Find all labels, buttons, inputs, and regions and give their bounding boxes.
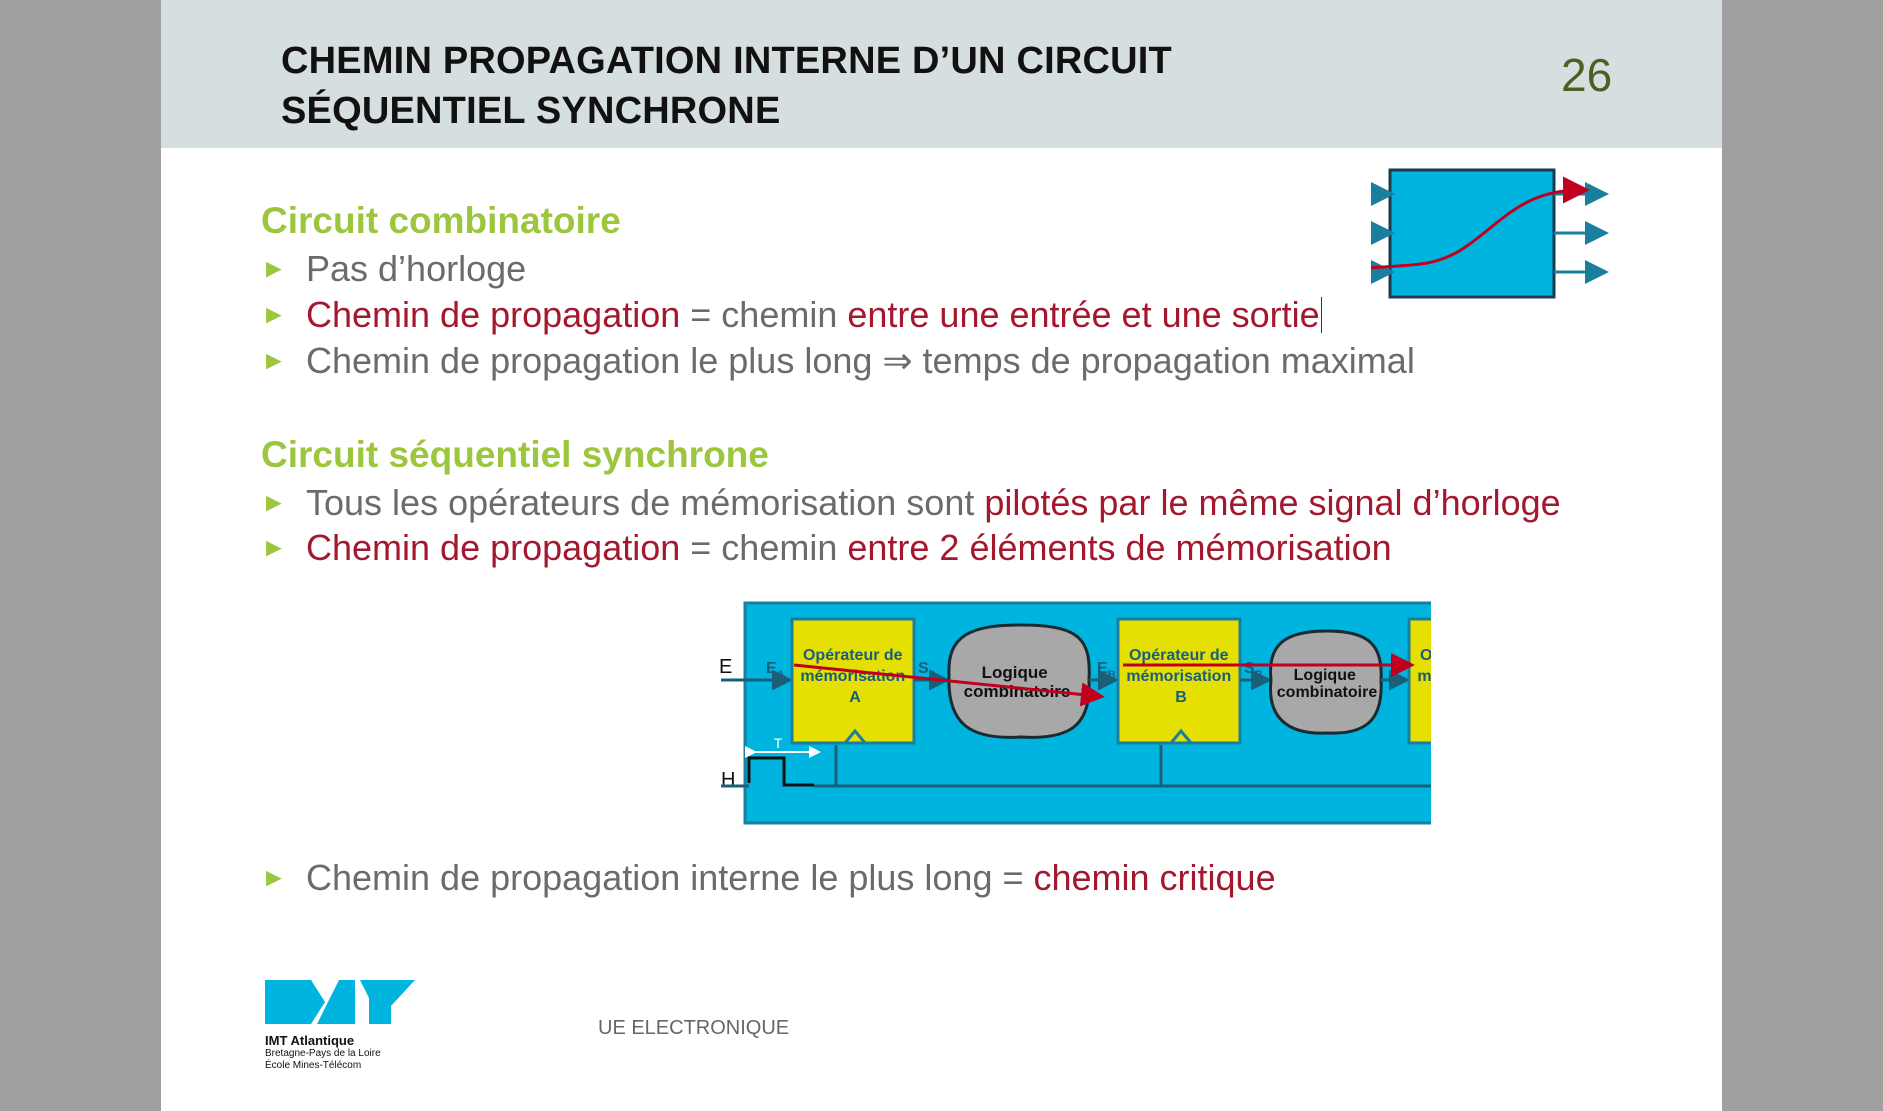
memory-block-c-label: Opérateur de mémorisation C (1417, 647, 1431, 706)
logic-block-2-label: Logique combinatoire (1277, 667, 1378, 701)
logo-name: IMT Atlantique (265, 1033, 355, 1048)
text-cursor (1320, 297, 1322, 333)
propagation-path (1371, 176, 1590, 270)
footer-text: UE ELECTRONIQUE (598, 1017, 790, 1039)
critical-path-arrow-1 (793, 663, 1105, 707)
sequential-circuit-diagram: E S H Opérateur de mémorisation A EA SA … (719, 601, 1431, 825)
bullet-arrow-icon: ► (261, 487, 287, 517)
page-number: 26 (1561, 49, 1613, 101)
clock-pulse-icon (747, 756, 814, 787)
label-e: E (719, 656, 732, 678)
title-line-1: CHEMIN PROPAGATION INTERNE D’UN CIRCUIT (281, 40, 1172, 82)
logo-line2: Bretagne-Pays de la Loire (265, 1048, 381, 1059)
memory-block-c (1407, 617, 1431, 745)
block-rect (1388, 168, 1556, 299)
port-ea: EA (766, 660, 785, 681)
slide-header: CHEMIN PROPAGATION INTERNE D’UN CIRCUIT … (161, 0, 1722, 148)
combinational-block-diagram (1371, 168, 1609, 299)
bullet-item: ►Chemin de propagation le plus long ⇒ te… (261, 340, 1415, 381)
bullet-item: ►Chemin de propagation = chemin entre un… (261, 294, 1322, 335)
title-line-2: SÉQUENTIEL SYNCHRONE (281, 90, 781, 132)
memory-block-b (1116, 617, 1242, 745)
bullet-item: ►Chemin de propagation = chemin entre 2 … (261, 527, 1392, 568)
imt-logo-mark (265, 980, 415, 1024)
slide-title: CHEMIN PROPAGATION INTERNE D’UN CIRCUIT … (281, 36, 1172, 136)
section-title-sequentiel: Circuit séquentiel synchrone (261, 434, 769, 475)
logic-block-1-label: Logique combinatoire (964, 663, 1071, 701)
label-h: H (721, 769, 735, 791)
bullet-item: ►Pas d’horloge (261, 248, 527, 289)
port-eb: EB (1097, 660, 1116, 681)
imt-logo: IMT Atlantique Bretagne-Pays de la Loire… (265, 980, 415, 1072)
bullet-arrow-icon: ► (261, 299, 287, 329)
slide: CHEMIN PROPAGATION INTERNE D’UN CIRCUIT … (161, 0, 1722, 1111)
period-label: T (774, 735, 783, 751)
logo-line3: École Mines-Télécom (265, 1060, 362, 1071)
bullet-arrow-icon: ► (261, 253, 287, 283)
bullet-arrow-icon: ► (261, 862, 287, 892)
bullet-arrow-icon: ► (261, 345, 287, 375)
section-title-combinatoire: Circuit combinatoire (261, 200, 621, 241)
bullet-item: ►Tous les opérateurs de mémorisation son… (261, 482, 1561, 523)
bullet-arrow-icon: ► (261, 532, 287, 562)
bullet-item: ►Chemin de propagation interne le plus l… (261, 857, 1276, 898)
memory-block-b-label: Opérateur de mémorisation B (1126, 647, 1235, 706)
